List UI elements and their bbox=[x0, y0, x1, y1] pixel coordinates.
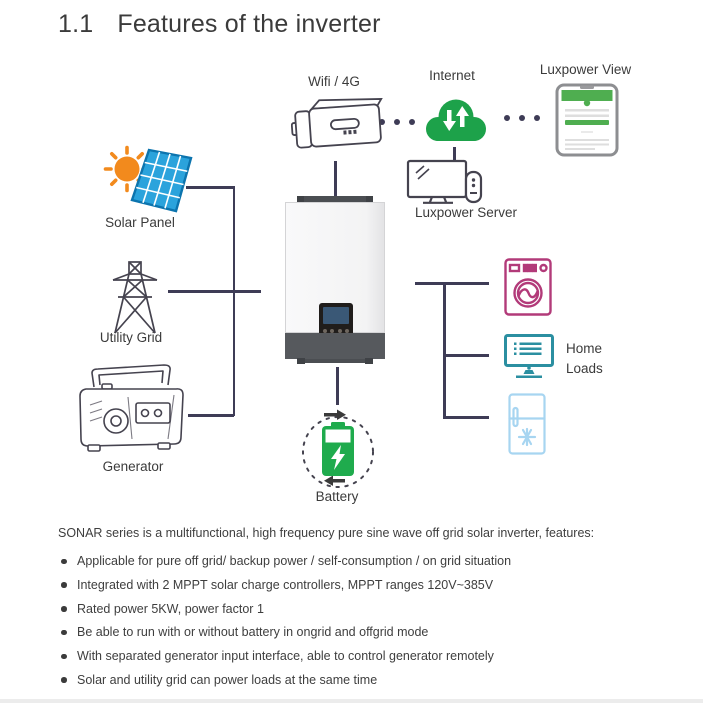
inverter-heatsink bbox=[285, 333, 385, 359]
feature-bullet: Rated power 5KW, power factor 1 bbox=[60, 602, 680, 616]
internet-label: Internet bbox=[429, 68, 475, 83]
connector-bus-to-fridge bbox=[443, 416, 489, 419]
features-list: Applicable for pure off grid/ backup pow… bbox=[60, 554, 680, 697]
fridge-icon bbox=[508, 393, 546, 455]
utility-grid-icon bbox=[112, 261, 158, 334]
inverter-top-bracket bbox=[299, 196, 371, 203]
dotted-link-wifi-internet bbox=[379, 119, 415, 125]
battery-icon bbox=[302, 409, 374, 488]
connector-solar-to-bus bbox=[186, 186, 234, 189]
inverter-image bbox=[285, 196, 385, 364]
feature-bullet: Be able to run with or without battery i… bbox=[60, 625, 680, 639]
connector-grid-to-inverter bbox=[168, 290, 261, 293]
internet-cloud-icon bbox=[426, 99, 486, 141]
luxpower-view-label: Luxpower View bbox=[539, 62, 632, 77]
dotted-link-internet-phone bbox=[504, 115, 540, 121]
solar-panel-label: Solar Panel bbox=[105, 215, 175, 230]
inverter-lcd-screen bbox=[323, 307, 349, 324]
inverter-buttons bbox=[323, 329, 349, 333]
connector-right-bus bbox=[443, 282, 446, 418]
smartphone-icon bbox=[555, 83, 619, 157]
feature-bullet: Integrated with 2 MPPT solar charge cont… bbox=[60, 578, 680, 592]
washing-machine-icon bbox=[504, 258, 552, 316]
home-loads-line2: Loads bbox=[566, 361, 603, 376]
connector-cloud-to-server bbox=[453, 147, 456, 162]
generator-icon bbox=[79, 364, 184, 452]
page-edge-strip bbox=[0, 699, 703, 703]
page-title: 1.1 Features of the inverter bbox=[58, 10, 381, 39]
inverter-bottom-bracket bbox=[299, 359, 371, 363]
feature-bullet: Applicable for pure off grid/ backup pow… bbox=[60, 554, 680, 568]
battery-label: Battery bbox=[315, 489, 359, 504]
connector-bus-to-tv bbox=[443, 354, 489, 357]
generator-label: Generator bbox=[102, 459, 164, 474]
inverter-display bbox=[319, 303, 353, 338]
feature-bullet: Solar and utility grid can power loads a… bbox=[60, 673, 680, 687]
home-loads-line1: Home bbox=[566, 341, 603, 356]
connector-left-bus bbox=[232, 186, 235, 416]
utility-grid-label: Utility Grid bbox=[99, 330, 163, 345]
tv-icon bbox=[504, 334, 554, 378]
luxpower-server-icon bbox=[406, 159, 483, 204]
home-loads-label: Home Loads bbox=[566, 341, 603, 376]
features-intro: SONAR series is a multifunctional, high … bbox=[58, 526, 595, 540]
luxpower-server-label: Luxpower Server bbox=[414, 205, 518, 220]
connector-inverter-to-battery bbox=[336, 367, 339, 405]
section-number: 1.1 bbox=[58, 10, 94, 38]
connector-generator-to-bus bbox=[188, 414, 234, 417]
section-title: Features of the inverter bbox=[117, 10, 381, 38]
connector-wifi-to-inverter bbox=[334, 161, 337, 197]
connector-inverter-to-washer bbox=[415, 282, 489, 285]
solar-panel-icon bbox=[130, 148, 193, 213]
feature-bullet: With separated generator input interface… bbox=[60, 649, 680, 663]
wifi-dongle-icon bbox=[291, 97, 383, 149]
wifi-label: Wifi / 4G bbox=[308, 74, 360, 89]
inverter-body bbox=[285, 202, 385, 338]
